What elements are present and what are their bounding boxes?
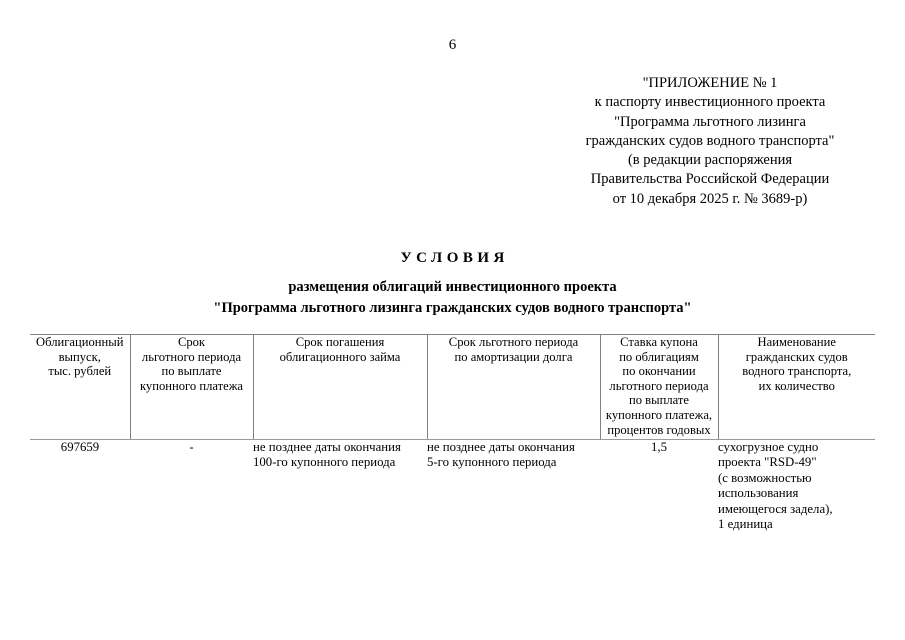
column-header-grace-period-amortization: Срок льготного периода по амортизации до… xyxy=(427,334,601,440)
cell-coupon-rate: 1,5 xyxy=(651,440,667,454)
appendix-line-2: к паспорту инвестиционного проекта xyxy=(594,94,826,111)
header-line: по амортизации долга xyxy=(454,349,573,364)
header-line: тыс. рублей xyxy=(48,364,112,379)
cell-redemption-term: не позднее даты окончания 100-го купонно… xyxy=(253,440,427,533)
cell-bond-issue: 697659 xyxy=(60,440,100,454)
cell-line: 100-го купонного периода xyxy=(253,455,396,470)
page-number: 6 xyxy=(448,37,457,53)
conditions-table-wrapper: Облигационный выпуск, тыс. рублей Срок л… xyxy=(30,334,875,532)
appendix-line-6: Правительства Российской Федерации xyxy=(590,171,830,188)
header-line: льготного периода xyxy=(141,349,242,364)
appendix-line-5: (в редакции распоряжения xyxy=(627,152,793,169)
header-line: купонного платежа xyxy=(139,378,244,393)
appendix-header-block: "ПРИЛОЖЕНИЕ № 1 к паспорту инвестиционно… xyxy=(545,74,875,209)
conditions-table: Облигационный выпуск, тыс. рублей Срок л… xyxy=(30,334,875,532)
header-line: Срок xyxy=(177,335,206,349)
document-title-main: УСЛОВИЯ xyxy=(400,250,509,266)
header-line: выпуск, xyxy=(58,349,101,364)
header-line: Облигационный xyxy=(36,335,124,349)
cell-line: сухогрузное судно xyxy=(718,440,819,454)
header-line: облигационного займа xyxy=(279,349,401,364)
cell-vessel-name: сухогрузное судно проекта "RSD-49" (с во… xyxy=(718,440,875,533)
header-line: льготного периода xyxy=(609,378,709,393)
appendix-line-1: "ПРИЛОЖЕНИЕ № 1 xyxy=(642,75,778,91)
header-line: Срок льготного периода xyxy=(448,335,579,349)
cell-line: использования xyxy=(718,486,799,501)
document-subtitle-line-1: размещения облигаций инвестиционного про… xyxy=(288,279,617,295)
document-subtitle: размещения облигаций инвестиционного про… xyxy=(0,277,905,319)
cell-line: имеющегося задела), xyxy=(718,501,833,516)
header-line: Срок погашения xyxy=(295,335,385,349)
header-line: по выплате xyxy=(161,364,222,379)
cell-line: не позднее даты окончания xyxy=(253,440,401,454)
cell-grace-period-amortization: не позднее даты окончания 5-го купонного… xyxy=(427,440,600,533)
header-line: по облигациям xyxy=(619,349,699,364)
appendix-line-3: "Программа льготного лизинга xyxy=(614,113,806,130)
header-line: купонного платежа, xyxy=(605,407,713,422)
header-line: процентов годовых xyxy=(607,422,711,437)
column-header-redemption-term: Срок погашения облигационного займа xyxy=(253,334,428,440)
header-line: гражданских судов xyxy=(745,349,848,364)
table-row: 697659 - не позднее даты окончания 100-г… xyxy=(30,440,875,533)
cell-line: 5-го купонного периода xyxy=(427,455,557,470)
cell-line: не позднее даты окончания xyxy=(427,440,575,454)
appendix-line-4: гражданских судов водного транспорта" xyxy=(585,132,835,149)
header-line: по выплате xyxy=(629,393,689,408)
header-line: их количество xyxy=(758,378,835,393)
header-line: по окончании xyxy=(622,364,696,379)
cell-line: проекта "RSD-49" xyxy=(718,455,817,470)
cell-grace-period-coupon: - xyxy=(189,440,194,454)
column-header-coupon-rate: Ставка купона по облигациям по окончании… xyxy=(600,334,719,440)
appendix-line-7: от 10 декабря 2025 г. № 3689-р) xyxy=(612,190,808,207)
header-line: Наименование xyxy=(757,335,836,349)
cell-line: 1 единица xyxy=(718,517,773,532)
header-line: водного транспорта, xyxy=(742,364,852,379)
cell-line: (с возможностью xyxy=(718,470,812,485)
document-subtitle-line-2: "Программа льготного лизинга гражданских… xyxy=(213,300,692,316)
column-header-grace-period-coupon: Срок льготного периода по выплате купонн… xyxy=(130,334,254,440)
column-header-bond-issue: Облигационный выпуск, тыс. рублей xyxy=(30,334,131,440)
document-title: УСЛОВИЯ xyxy=(0,249,905,267)
table-header-row: Облигационный выпуск, тыс. рублей Срок л… xyxy=(30,334,875,440)
column-header-vessel-name: Наименование гражданских судов водного т… xyxy=(718,334,875,440)
header-line: Ставка купона xyxy=(620,335,698,349)
